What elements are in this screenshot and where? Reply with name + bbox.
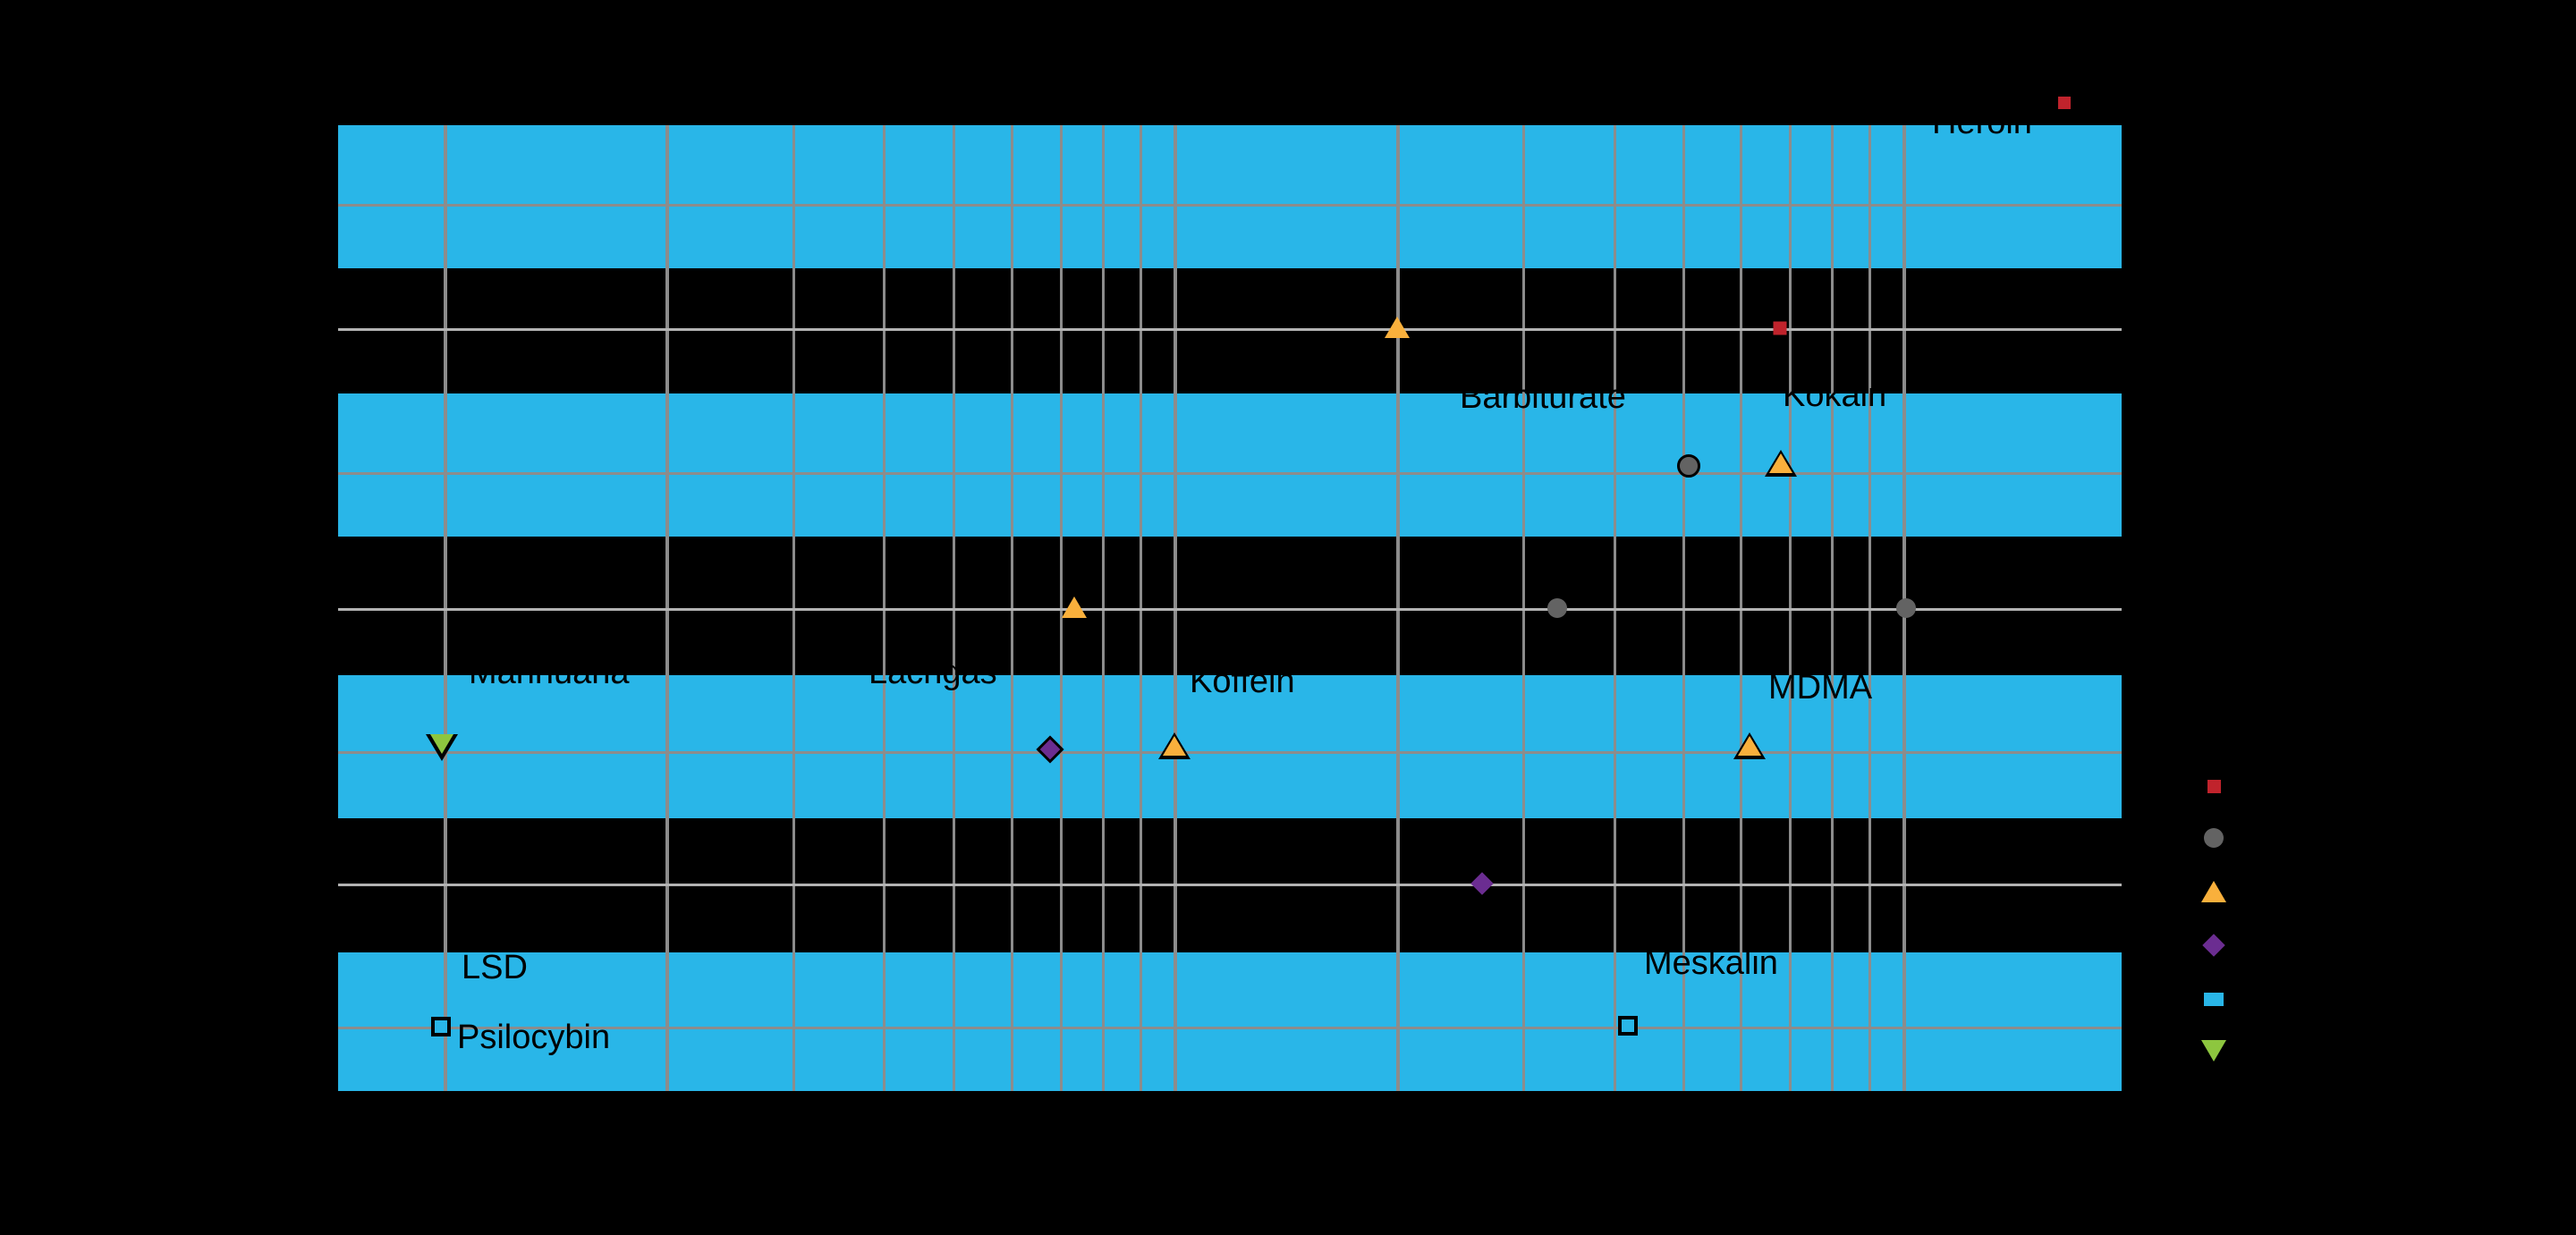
point-orange-mid[interactable]: [1062, 596, 1087, 618]
band-row-3: [338, 393, 2122, 537]
band-row-2: [338, 268, 2122, 393]
gridline-h: [338, 204, 2122, 207]
point-kokain[interactable]: [1765, 450, 1797, 477]
point-meskalin[interactable]: [1618, 1016, 1638, 1036]
band-row-5: [338, 675, 2122, 818]
gridline-h: [338, 884, 2122, 886]
point-label-psilocybin: Psilocybin: [457, 1019, 611, 1056]
point-gray-mid-2[interactable]: [1896, 598, 1916, 618]
chart-legend: [2193, 765, 2533, 1062]
legend-item-4[interactable]: [2193, 977, 2533, 1020]
point-heroin[interactable]: [2055, 94, 2073, 112]
point-label-barbiturate: Barbiturate: [1460, 378, 1626, 416]
point-label-mdma: MDMA: [1768, 669, 1873, 706]
gridline-h: [338, 751, 2122, 754]
point-marihuana[interactable]: [426, 734, 458, 761]
point-label-heroin: Heroin: [1932, 104, 2032, 141]
point-red-small[interactable]: [1773, 321, 1787, 335]
band-row-1: [338, 125, 2122, 268]
legend-marker-square: [2193, 779, 2234, 793]
legend-item-2[interactable]: [2193, 870, 2533, 913]
legend-marker-circle: [2193, 828, 2234, 848]
legend-marker-diamond: [2193, 934, 2234, 957]
point-purple-small[interactable]: [1470, 872, 1494, 895]
gridline-h: [338, 1027, 2122, 1029]
point-orange-top[interactable]: [1385, 317, 1410, 338]
band-row-7: [338, 952, 2122, 1091]
plot-area: Heroin Barbiturate Kokain Marihuana Lach…: [338, 94, 2122, 1091]
legend-marker-triangle-up: [2193, 881, 2234, 902]
gridline-h: [338, 328, 2122, 331]
legend-item-1[interactable]: [2193, 816, 2533, 859]
point-label-meskalin: Meskalin: [1644, 944, 1778, 982]
legend-item-5[interactable]: [2193, 1029, 2533, 1072]
point-lsd[interactable]: [431, 1017, 451, 1036]
point-label-marihuana: Marihuana: [469, 654, 630, 691]
point-gray-mid-1[interactable]: [1547, 598, 1567, 618]
point-lachgas[interactable]: [1036, 735, 1064, 764]
point-label-kokain: Kokain: [1783, 376, 1887, 414]
legend-marker-triangle-down: [2193, 1040, 2234, 1062]
point-mdma[interactable]: [1733, 732, 1766, 759]
legend-item-0[interactable]: [2193, 765, 2533, 808]
legend-item-3[interactable]: [2193, 924, 2533, 967]
point-barbiturate[interactable]: [1677, 454, 1700, 478]
point-label-lachgas: Lachgas: [869, 654, 997, 691]
gridline-h: [338, 608, 2122, 611]
gridline-h: [338, 472, 2122, 475]
point-label-koffein: Koffein: [1190, 663, 1295, 700]
point-label-lsd: LSD: [462, 949, 528, 986]
legend-marker-blue-square: [2193, 992, 2234, 1006]
point-koffein[interactable]: [1158, 732, 1191, 759]
